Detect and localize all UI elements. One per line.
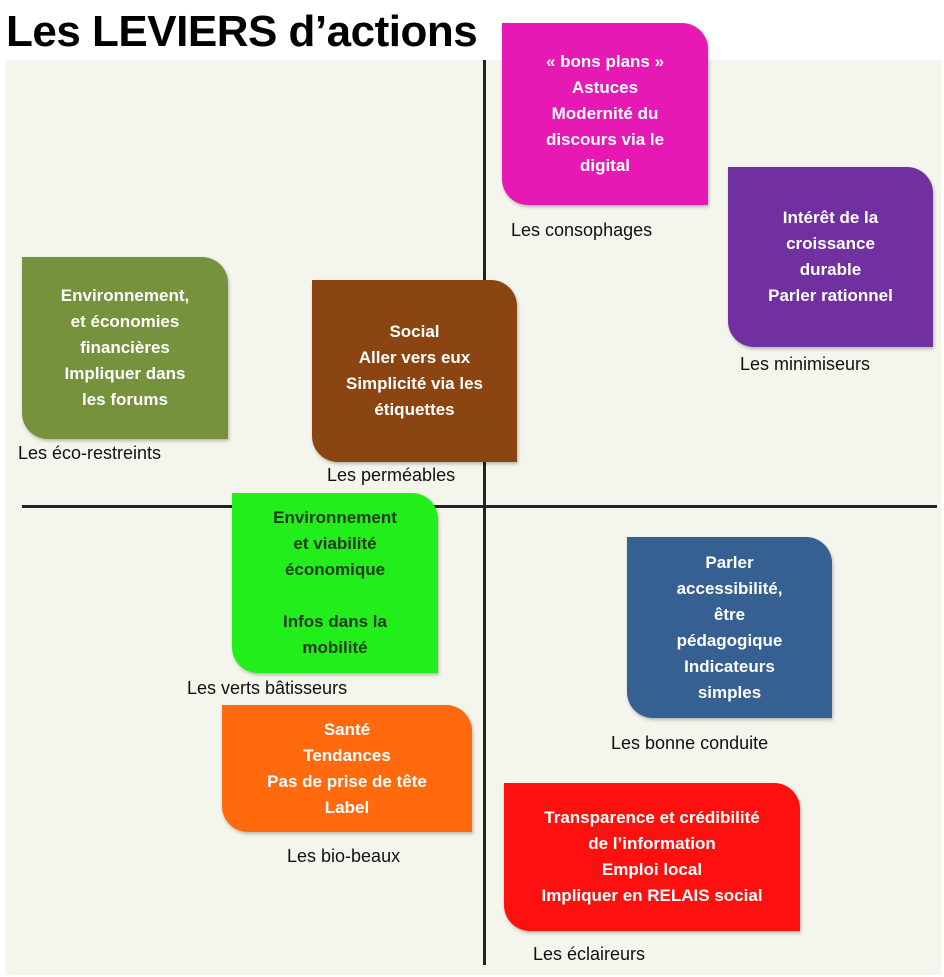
box-line: mobilité xyxy=(302,638,368,657)
box-line: Pas de prise de tête xyxy=(267,771,427,791)
box-line: durable xyxy=(799,260,862,279)
box-line: Tendances xyxy=(303,745,391,765)
box-line: et économies xyxy=(70,312,180,331)
box-line: être xyxy=(713,604,746,624)
box-line: discours via le xyxy=(545,130,665,149)
box-line: « bons plans » xyxy=(545,52,665,71)
box-line: Emploi local xyxy=(601,860,703,879)
box-line: Aller vers eux xyxy=(358,348,471,367)
box-line: Label xyxy=(324,797,370,817)
label-bonne-conduite: Les bonne conduite xyxy=(611,733,769,753)
box-line: Parler xyxy=(705,552,754,572)
box-line: Impliquer en RELAIS social xyxy=(541,886,763,905)
box-line: pédagogique xyxy=(676,630,783,650)
box-line: simples xyxy=(697,682,762,702)
box-line: de l’information xyxy=(588,834,716,853)
page-title: Les LEVIERS d’actions xyxy=(6,7,478,56)
box-line: Impliquer dans xyxy=(64,364,186,383)
label-minimiseurs: Les minimiseurs xyxy=(740,354,871,374)
box-line: Santé xyxy=(323,719,371,739)
box-line: Social xyxy=(389,322,440,341)
box-line: économique xyxy=(284,560,386,579)
box-eclaireurs: Transparence et crédibilité de l’informat… xyxy=(504,783,800,931)
label-verts-batisseurs: Les verts bâtisseurs xyxy=(187,678,348,698)
box-line: financières xyxy=(80,338,170,357)
box-line: digital xyxy=(579,156,631,175)
box-line: croissance xyxy=(786,234,875,253)
box-line: étiquettes xyxy=(374,400,455,419)
box-line: Intérêt de la xyxy=(782,208,879,227)
box-line: Modernité du xyxy=(551,104,659,123)
label-eco-restreints: Les éco-restreints xyxy=(18,443,162,463)
box-line: Simplicité via les xyxy=(345,374,483,393)
box-line: et viabilité xyxy=(293,534,377,553)
label-bio-beaux: Les bio-beaux xyxy=(287,846,401,866)
box-line: Astuces xyxy=(571,78,639,97)
box-line: accessibilité, xyxy=(676,578,783,598)
box-line: Indicateurs xyxy=(684,656,775,676)
vertical-axis xyxy=(483,60,486,965)
horizontal-axis xyxy=(22,505,937,508)
label-permeables: Les perméables xyxy=(327,465,456,485)
box-line: Infos dans la xyxy=(283,612,387,631)
box-line: Environnement xyxy=(273,508,397,527)
box-line: Parler rationnel xyxy=(768,286,893,305)
box-line: Transparence et crédibilité xyxy=(544,808,760,827)
box-line: les forums xyxy=(82,390,168,409)
box-line: Environnement, xyxy=(60,286,190,305)
label-eclaireurs: Les éclaireurs xyxy=(533,944,646,964)
label-consophages: Les consophages xyxy=(511,220,653,240)
